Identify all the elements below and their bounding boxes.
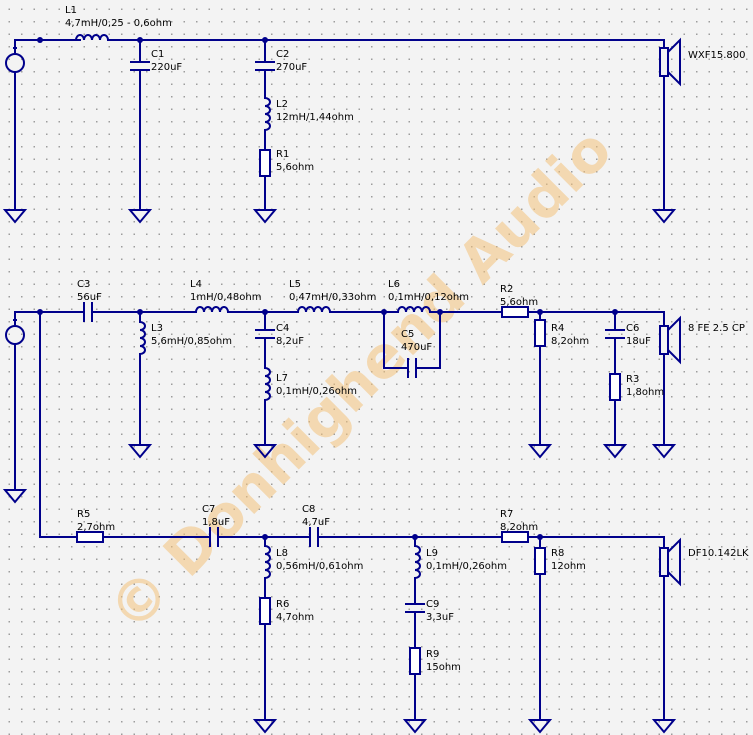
label-l7-value: 0,1mH/0,26ohm xyxy=(276,386,357,397)
capacitor-c4 xyxy=(255,329,275,339)
label-l6-value: 0,1mH/0,12ohm xyxy=(388,292,469,303)
resistor-r1 xyxy=(259,149,271,177)
label-l9-name: L9 xyxy=(426,548,438,559)
capacitor-c1 xyxy=(130,61,150,71)
label-r5-value: 2,7ohm xyxy=(77,522,115,533)
label-l5-value: 0,47mH/0,33ohm xyxy=(289,292,376,303)
capacitor-c2 xyxy=(255,61,275,71)
label-l4-name: L4 xyxy=(190,279,202,290)
label-c6-name: C6 xyxy=(626,323,639,334)
label-c5-name: C5 xyxy=(401,329,414,340)
inductor-l7 xyxy=(264,367,271,401)
label-r1-name: R1 xyxy=(276,149,289,160)
inductor-l8 xyxy=(264,545,271,579)
label-r7-name: R7 xyxy=(500,509,513,520)
label-r3-value: 1,8ohm xyxy=(626,387,664,398)
label-c8-name: C8 xyxy=(302,504,315,515)
label-l3-value: 5,6mH/0,85ohm xyxy=(151,336,232,347)
label-c3-name: C3 xyxy=(77,279,90,290)
woofer-branch xyxy=(4,34,681,223)
inductor-l4 xyxy=(195,306,229,313)
label-l8-name: L8 xyxy=(276,548,288,559)
label-c1-name: C1 xyxy=(151,49,164,60)
inductor-l3 xyxy=(139,321,146,355)
label-l8-value: 0,56mH/0,61ohm xyxy=(276,561,363,572)
label-l7-name: L7 xyxy=(276,373,288,384)
label-l4-value: 1mH/0,48ohm xyxy=(190,292,261,303)
label-c7-value: 1,8uF xyxy=(202,517,230,528)
label-c6-value: 18uF xyxy=(626,336,651,347)
label-r5-name: R5 xyxy=(77,509,90,520)
resistor-r4 xyxy=(534,319,546,347)
capacitor-c9 xyxy=(405,603,425,613)
speaker-mid-label: 8 FE 2.5 CP xyxy=(688,323,745,334)
label-l1-name: L1 xyxy=(65,5,77,16)
label-r9-value: 15ohm xyxy=(426,662,461,673)
resistor-r8 xyxy=(534,547,546,575)
label-l2-value: 12mH/1,44ohm xyxy=(276,112,354,123)
label-c3-value: 56uF xyxy=(77,292,102,303)
label-c4-name: C4 xyxy=(276,323,289,334)
speaker-top-label: WXF15.800 xyxy=(688,50,745,61)
resistor-r2 xyxy=(501,306,529,318)
label-c5-value: 470uF xyxy=(401,342,432,353)
source-lower xyxy=(4,309,43,538)
label-l5-name: L5 xyxy=(289,279,301,290)
label-r4-value: 8,2ohm xyxy=(551,336,589,347)
resistor-r6 xyxy=(259,597,271,625)
label-c1-value: 220uF xyxy=(151,62,182,73)
label-r6-value: 4,7ohm xyxy=(276,612,314,623)
label-r7-value: 8,2ohm xyxy=(500,522,538,533)
label-c7-name: C7 xyxy=(202,504,215,515)
inductor-l5 xyxy=(297,306,331,313)
resistor-r7 xyxy=(501,531,529,543)
label-r4-name: R4 xyxy=(551,323,564,334)
label-l1-value: 4,7mH/0,25 - 0,6ohm xyxy=(65,18,172,29)
label-l6-name: L6 xyxy=(388,279,400,290)
speaker-bottom-label: DF10.142LK xyxy=(688,548,749,559)
label-r8-value: 12ohm xyxy=(551,561,586,572)
resistor-r3 xyxy=(609,373,621,401)
label-c9-value: 3,3uF xyxy=(426,612,454,623)
label-l3-name: L3 xyxy=(151,323,163,334)
label-r2-name: R2 xyxy=(500,284,513,295)
inductor-l2 xyxy=(264,97,271,131)
label-l2-name: L2 xyxy=(276,99,288,110)
label-c8-value: 4,7uF xyxy=(302,517,330,528)
inductor-l9 xyxy=(414,545,421,579)
label-r3-name: R3 xyxy=(626,374,639,385)
label-r9-name: R9 xyxy=(426,649,439,660)
resistor-r5 xyxy=(76,531,104,543)
label-r8-name: R8 xyxy=(551,548,564,559)
label-c4-value: 8,2uF xyxy=(276,336,304,347)
label-c9-name: C9 xyxy=(426,599,439,610)
capacitor-c6 xyxy=(605,329,625,339)
label-r1-value: 5,6ohm xyxy=(276,162,314,173)
label-r6-name: R6 xyxy=(276,599,289,610)
resistor-r9 xyxy=(409,647,421,675)
label-c2-name: C2 xyxy=(276,49,289,60)
tweeter-branch xyxy=(39,527,681,733)
label-c2-value: 270uF xyxy=(276,62,307,73)
midrange-branch xyxy=(39,302,681,458)
capacitor-c3 xyxy=(83,302,93,322)
label-r2-value: 5,6ohm xyxy=(500,297,538,308)
label-l9-value: 0,1mH/0,26ohm xyxy=(426,561,507,572)
capacitor-c8 xyxy=(309,527,319,547)
